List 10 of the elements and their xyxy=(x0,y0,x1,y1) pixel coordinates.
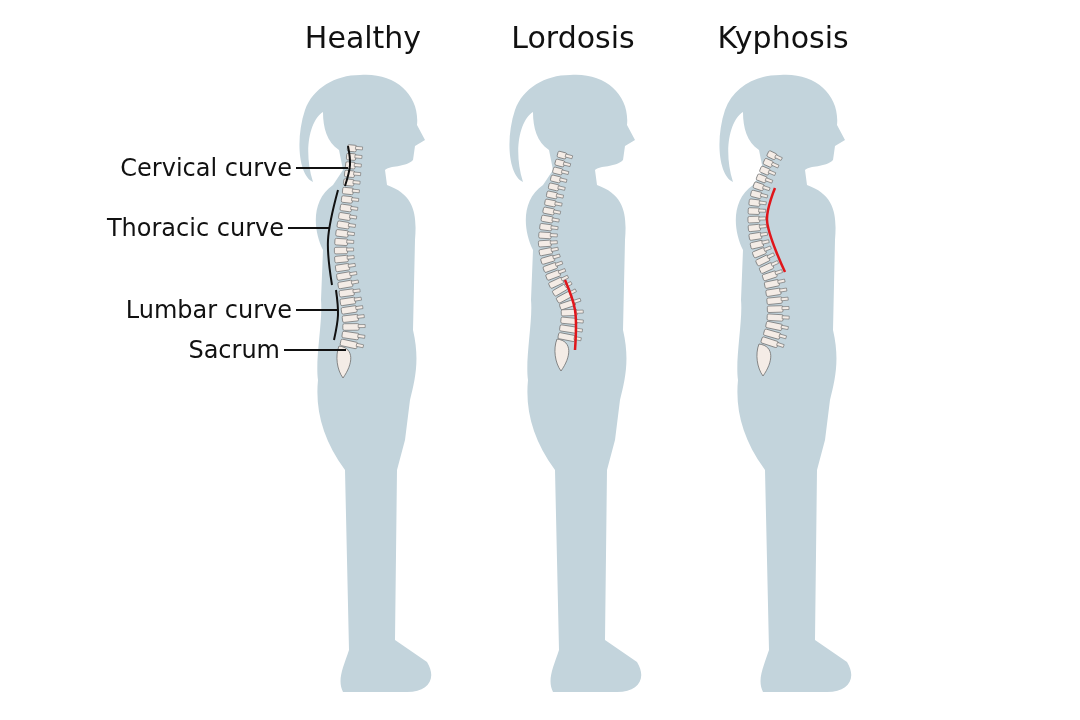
heading: Kyphosis xyxy=(716,20,850,56)
heading: Lordosis xyxy=(510,20,636,56)
leader-line xyxy=(287,227,331,229)
part-label: Thoracic curve xyxy=(40,213,284,243)
heading: Healthy xyxy=(303,20,423,56)
leader-line xyxy=(295,309,338,311)
part-label: Cervical curve xyxy=(60,153,292,183)
part-label: Sacrum xyxy=(60,335,280,365)
leader-line xyxy=(283,349,347,351)
part-label: Lumbar curve xyxy=(60,295,292,325)
